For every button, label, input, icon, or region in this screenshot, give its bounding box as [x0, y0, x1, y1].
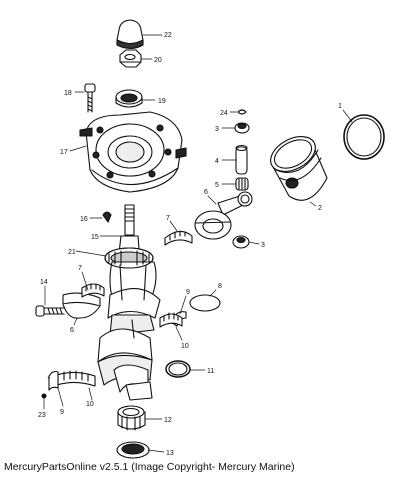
exploded-parts-diagram: 22 20 18 19 17 24 3 4 5 1 2 6 3 7 16 15 …: [35, 19, 385, 459]
part-21-main-bearing[interactable]: [104, 247, 154, 269]
part-18-bolt[interactable]: [84, 83, 96, 113]
part-13-seal[interactable]: [116, 441, 150, 459]
callout-5: 5: [215, 182, 219, 189]
callout-7-lower: 7: [78, 265, 82, 272]
callout-11: 11: [207, 368, 214, 375]
callout-15: 15: [91, 234, 99, 241]
part-3-needle-bearing-top[interactable]: [234, 122, 250, 134]
part-17-end-cap-plate[interactable]: [79, 111, 187, 193]
callout-22: 22: [164, 32, 172, 39]
callout-10-lower: 10: [86, 401, 94, 408]
part-16-woodruff-key[interactable]: [102, 211, 112, 223]
part-1-piston-ring[interactable]: [343, 114, 385, 160]
callout-leader-lines: [43, 34, 353, 453]
callout-8: 8: [218, 283, 222, 290]
part-22-cap[interactable]: [116, 19, 144, 50]
part-15-crankshaft[interactable]: [97, 204, 161, 401]
part-10-bearing-upper[interactable]: [159, 312, 183, 328]
part-6-connecting-rod-upper[interactable]: [194, 191, 253, 240]
callout-3-lower: 3: [261, 242, 265, 249]
callout-21: 21: [68, 249, 76, 256]
callout-19: 19: [158, 98, 166, 105]
callout-6-upper: 6: [204, 189, 208, 196]
callout-16: 16: [80, 216, 88, 223]
part-8-washer[interactable]: [189, 294, 221, 312]
callout-1: 1: [338, 103, 342, 110]
callout-18: 18: [64, 90, 72, 97]
part-23-ball[interactable]: [41, 393, 47, 399]
part-12-roller-bearing[interactable]: [117, 405, 146, 431]
part-2-piston[interactable]: [265, 129, 328, 201]
part-11-retaining-ring[interactable]: [165, 360, 191, 378]
part-20-nut[interactable]: [119, 49, 142, 68]
callout-9-upper: 9: [186, 289, 190, 296]
callout-2: 2: [318, 205, 322, 212]
callout-10-upper: 10: [181, 343, 189, 350]
part-24-retaining-ring[interactable]: [237, 109, 247, 115]
callout-9-lower: 9: [60, 409, 64, 416]
callout-12: 12: [164, 417, 172, 424]
part-19-bearing[interactable]: [115, 89, 143, 108]
callout-4: 4: [215, 158, 219, 165]
callout-numbers: 22 20 18 19 17 24 3 4 5 1 2 6 3 7 16 15 …: [38, 32, 342, 457]
callout-23: 23: [38, 412, 46, 419]
part-4-piston-pin[interactable]: [235, 144, 248, 175]
callout-17: 17: [60, 149, 68, 156]
image-caption: MercuryPartsOnline v2.5.1 (Image Copyrig…: [4, 461, 295, 473]
callout-20: 20: [154, 57, 162, 64]
part-3-needle-bearing-lower[interactable]: [232, 235, 250, 249]
part-7-bearing-lower[interactable]: [81, 283, 105, 298]
callout-13: 13: [166, 450, 174, 457]
part-7-bearing-upper[interactable]: [164, 230, 193, 246]
callout-6-lower: 6: [70, 327, 74, 334]
callout-3-top: 3: [215, 126, 219, 133]
part-6-rod-cap-lower[interactable]: [62, 292, 101, 319]
part-5-needle-bearing[interactable]: [235, 177, 249, 191]
callout-7-upper: 7: [166, 215, 170, 222]
callout-14: 14: [40, 279, 48, 286]
part-14-bolt[interactable]: [35, 305, 65, 317]
callout-24: 24: [220, 110, 228, 117]
